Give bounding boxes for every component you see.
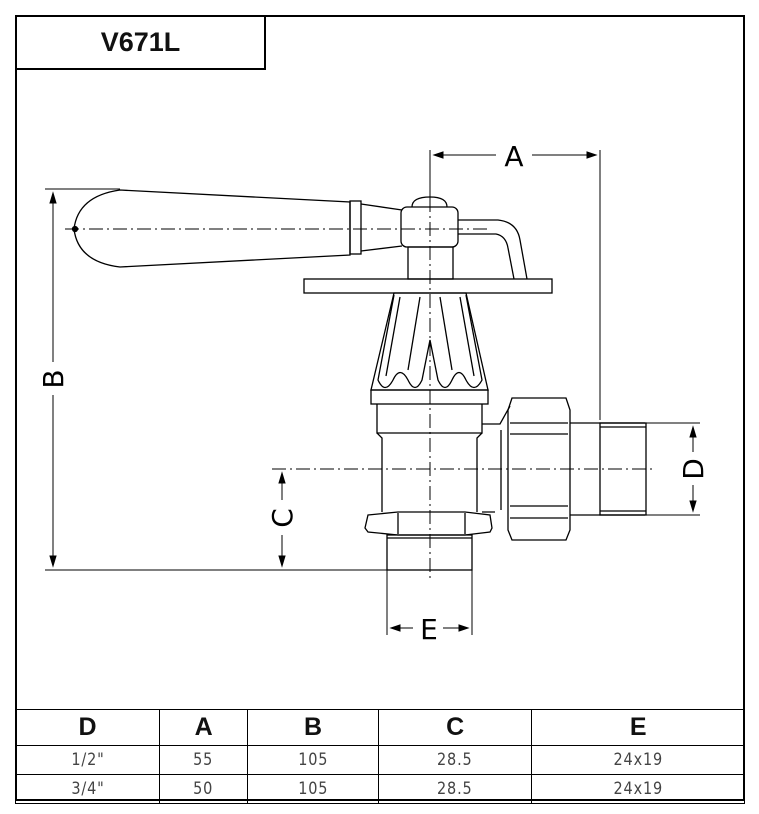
cell-d: 3/4" [25,774,150,804]
drawing-frame [15,15,745,801]
table-row: 1/2" 55 105 28.5 24x19 [16,745,745,775]
table-header-row: D A B C E [15,709,745,746]
cell-b: 105 [257,774,369,804]
cell-c: 28.5 [389,774,521,804]
header-c: C [377,709,533,746]
dimension-label-e: E [420,613,438,646]
header-d: D [15,709,160,746]
cell-b: 105 [257,745,369,775]
cell-a: 55 [165,745,242,775]
bottom-nut [364,511,493,536]
header-e: E [531,709,745,746]
header-a: A [158,709,249,746]
dimension-b [45,188,387,571]
dimension-c [278,471,286,568]
cell-e: 24x19 [547,774,729,804]
rosette-plate [303,278,553,294]
table-row: 3/4" 50 105 28.5 24x19 [16,774,745,804]
dimensions-table: D A B C E 1/2" 55 105 28.5 24x19 3/4" 50… [15,709,745,804]
cell-d: 1/2" [25,745,150,775]
dimension-label-a: A [504,140,523,173]
model-title: V671L [15,15,266,70]
dimension-label-c: C [266,508,299,528]
cell-c: 28.5 [389,745,521,775]
union-nut [500,397,571,541]
cell-e: 24x19 [547,745,729,775]
header-b: B [247,709,379,746]
dimension-label-d: D [677,458,710,480]
handle-hub [400,196,528,280]
dimension-e [386,570,473,635]
dimension-a [429,150,601,420]
dimension-label-b: B [37,369,70,388]
valve-body [376,404,511,513]
dimension-d [646,422,700,516]
cell-a: 50 [165,774,242,804]
